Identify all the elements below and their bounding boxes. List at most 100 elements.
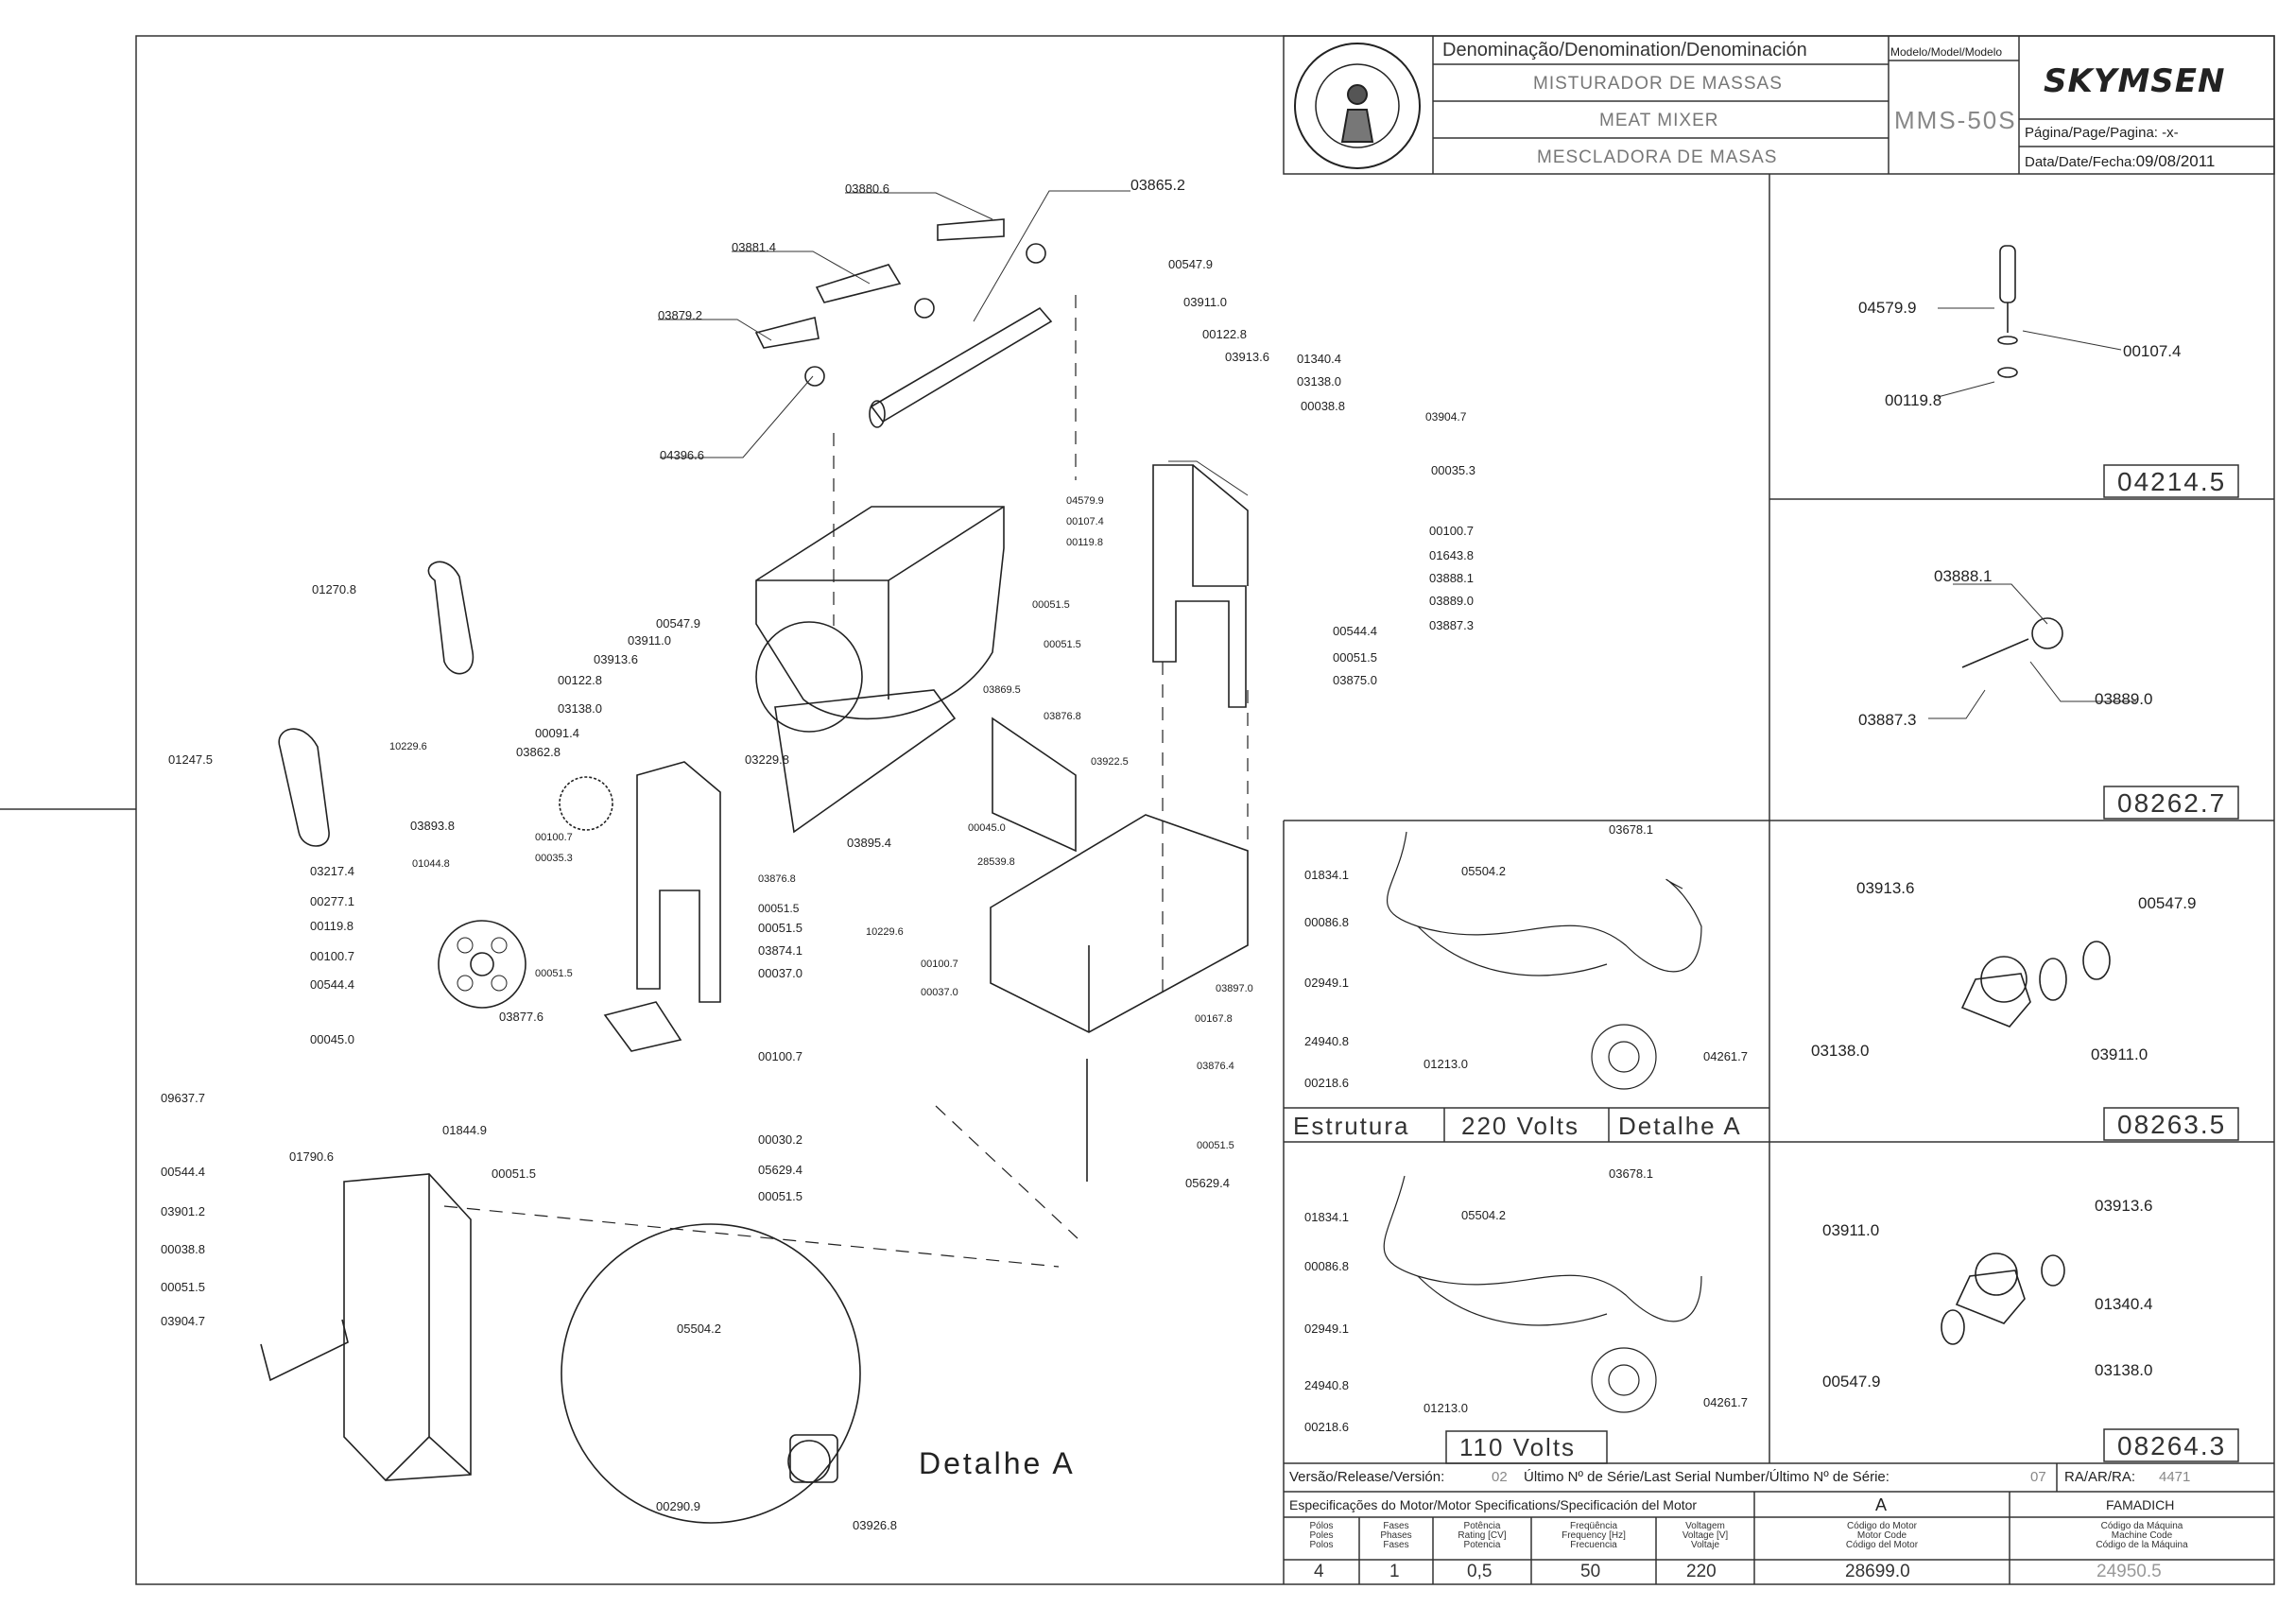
date-field: Data/Date/Fecha:09/08/2011 [2025,152,2215,171]
part-label: 03922.5 [1091,756,1129,768]
wiring-part-label: 04261.7 [1703,1049,1748,1063]
part-label: 03869.5 [983,684,1021,696]
assembly-08264-3: 08264.3 [2117,1431,2227,1460]
part-label: 01044.8 [412,858,450,870]
page-value: -x- [2162,125,2179,141]
spec-rating-value: 0,5 [1467,1562,1493,1581]
detail-circle-caption: Detalhe A [919,1446,1076,1480]
spec-machine-code-label: Código da Máquina Machine Code Código de… [2096,1521,2188,1550]
part-label: 03138.0 [558,701,602,716]
part-label: 03904.7 [161,1314,205,1328]
wiring-part-label: 04261.7 [1703,1395,1748,1409]
detail-part-label: 03911.0 [2091,1045,2148,1063]
release-value: 02 [1492,1469,1508,1485]
part-label: 00100.7 [921,959,958,970]
part-label: 00100.7 [1429,524,1474,538]
part-label: 03876.4 [1197,1061,1234,1072]
part-label: 03911.0 [1183,295,1228,309]
wiring-part-label: 00086.8 [1304,1259,1349,1273]
page-field: Página/Page/Pagina: -x- [2025,125,2179,141]
part-label: 05629.4 [1185,1176,1230,1190]
wiring-part-label: 24940.8 [1304,1378,1349,1392]
brand-logo: SKYMSEN [2044,62,2226,100]
part-label: 00051.5 [1044,639,1081,650]
spec-phases-label: Fases Phases Fases [1380,1521,1412,1550]
detail-part-label: 00119.8 [1885,391,1942,409]
part-label: 00100.7 [758,1049,802,1063]
wiring-part-label: 01213.0 [1424,1057,1468,1071]
detail-parts [1941,245,2111,1345]
part-label: 03876.8 [758,873,796,885]
part-label: 00045.0 [310,1032,354,1046]
wiring-part-label: 24940.8 [1304,1034,1349,1048]
part-label: 03862.8 [516,745,561,759]
part-label: 01844.9 [442,1123,487,1137]
part-label: 05629.4 [758,1163,802,1177]
assembly-08262-7: 08262.7 [2117,788,2227,818]
part-label: 03901.2 [161,1204,205,1218]
detail-part-label: 03887.3 [1858,711,1917,729]
part-label: 03138.0 [1297,374,1341,389]
part-label: 00051.5 [1197,1140,1234,1151]
mixer-assembly [260,218,1249,1524]
part-label: 00122.8 [1202,327,1247,341]
part-label: 00091.4 [535,726,579,740]
part-label: 00277.1 [310,894,354,908]
part-label: 03889.0 [1429,594,1474,608]
part-label: 04579.9 [1066,495,1104,507]
wiring-part-label: 01834.1 [1304,1210,1349,1224]
part-label: 00100.7 [535,832,573,843]
part-label: 00544.4 [1333,624,1377,638]
detail-part-label: 03138.0 [1811,1042,1870,1060]
part-label: 00038.8 [1301,399,1345,413]
part-label: 01270.8 [312,582,356,596]
caption-detalhe-a: Detalhe A [1618,1112,1742,1140]
part-label: 03877.6 [499,1010,544,1024]
part-label: 00544.4 [310,977,354,992]
part-label: 00051.5 [161,1280,205,1294]
spec-rating-label: Potência Rating [CV] Potencia [1458,1521,1507,1550]
page-label: Página/Page/Pagina: [2025,125,2158,141]
part-label: 03880.6 [845,181,889,196]
part-label: 00030.2 [758,1132,802,1147]
part-label: 00547.9 [1168,257,1213,271]
part-label: 03881.4 [732,240,776,254]
denomination-header: Denominação/Denomination/Denominación [1442,40,1807,60]
part-label: 00051.5 [758,902,800,915]
detail-part-label: 03138.0 [2095,1361,2153,1379]
wiring-part-label: 00218.6 [1304,1076,1349,1090]
part-label: 28539.8 [977,856,1015,868]
date-label: Data/Date/Fecha: [2025,154,2136,170]
wiring-part-label: 05504.2 [1461,1208,1506,1222]
part-label: 00122.8 [558,673,602,687]
product-name-pt: MISTURADOR DE MASSAS [1533,74,1783,94]
wiring-part-label: 02949.1 [1304,1322,1349,1336]
part-label: 03879.2 [658,308,702,322]
part-label: 01340.4 [1297,352,1341,366]
part-label: 01643.8 [1429,548,1474,562]
wiring-sketches [1383,831,1702,1413]
part-label: 00051.5 [758,921,802,935]
part-label: 03926.8 [853,1518,897,1532]
wiring-part-label: 03678.1 [1609,1166,1653,1181]
part-label: 00051.5 [758,1189,802,1203]
model-code: MMS-50S [1894,106,2017,134]
spec-frequency-value: 50 [1580,1562,1601,1581]
date-value: 09/08/2011 [2135,152,2216,170]
part-label: 00167.8 [1195,1013,1233,1025]
part-label: 00119.8 [1066,537,1103,548]
manufacturer: FAMADICH [2106,1497,2175,1512]
part-label: 00051.5 [1333,650,1377,665]
part-label: 03913.6 [594,652,638,666]
part-label: 03876.8 [1044,711,1081,722]
spec-voltage-value: 220 [1686,1562,1717,1581]
part-label: 04396.6 [660,448,704,462]
ra-value: 4471 [2159,1469,2191,1485]
detail-part-label: 03911.0 [1822,1221,1880,1239]
product-name-es: MESCLADORA DE MASAS [1537,147,1778,167]
part-label: 00119.8 [310,919,354,933]
product-name-en: MEAT MIXER [1599,111,1719,130]
release-label: Versão/Release/Versión: [1289,1469,1445,1485]
caption-220-volts: 220 Volts [1461,1112,1579,1140]
